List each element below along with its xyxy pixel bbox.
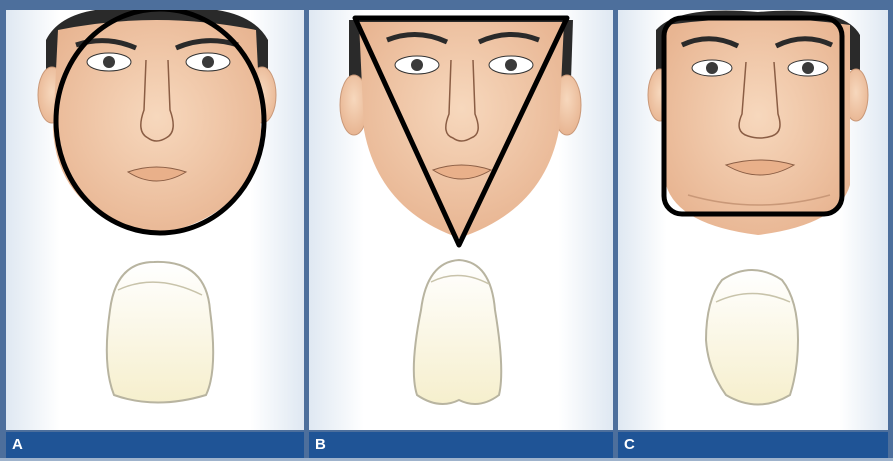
panel-a-label-bar: A xyxy=(6,432,304,458)
tooth-b xyxy=(414,260,501,404)
panel-b-illustration xyxy=(309,10,613,430)
panel-a-label: A xyxy=(12,436,23,453)
face-a xyxy=(38,10,276,235)
face-c xyxy=(648,10,868,235)
tooth-c xyxy=(706,270,798,405)
panel-c-label: C xyxy=(624,436,635,453)
tooth-a xyxy=(107,262,213,403)
panel-b-label: B xyxy=(315,436,326,453)
panel-b-label-bar: B xyxy=(309,432,613,458)
panel-c-illustration xyxy=(618,10,888,430)
panel-a xyxy=(6,10,304,430)
panel-a-illustration xyxy=(6,10,304,430)
panel-b xyxy=(309,10,613,430)
panel-c xyxy=(618,10,888,430)
face-b xyxy=(340,20,581,238)
panel-c-label-bar: C xyxy=(618,432,888,458)
